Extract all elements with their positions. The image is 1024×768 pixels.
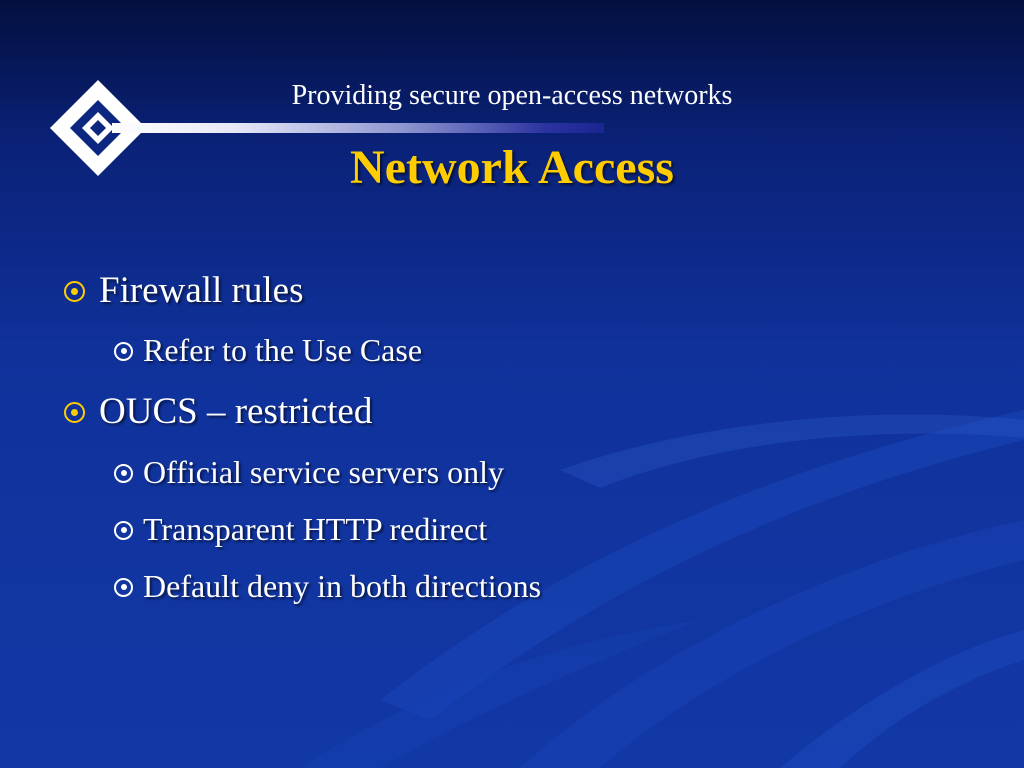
sub-bullet-item: Transparent HTTP redirect [114,508,487,550]
circle-dot-bullet-icon [64,280,85,302]
circle-dot-bullet-icon [114,520,133,540]
slide-title: Network Access [350,141,674,194]
bullet-text: Firewall rules [99,269,304,311]
bullet-item: Firewall rules [64,266,303,314]
diamond-logo-icon [50,80,146,176]
bullet-item: OUCS – restricted [64,387,372,435]
sub-bullet-text: Official service servers only [143,453,505,490]
circle-dot-bullet-icon [114,341,133,361]
circle-dot-bullet-icon [64,401,85,423]
sub-bullet-text: Transparent HTTP redirect [143,510,488,547]
circle-dot-bullet-icon [114,577,133,597]
sub-bullet-item: Default deny in both directions [114,565,541,607]
bullet-text: OUCS – restricted [99,390,373,432]
sub-bullet-text: Default deny in both directions [143,567,542,604]
title-accent-bar [112,123,604,133]
sub-bullet-text: Refer to the Use Case [143,331,423,368]
sub-bullet-item: Refer to the Use Case [114,329,422,371]
sub-bullet-item: Official service servers only [114,451,504,493]
circle-dot-bullet-icon [114,463,133,483]
slide-subtitle: Providing secure open-access networks [291,80,733,111]
